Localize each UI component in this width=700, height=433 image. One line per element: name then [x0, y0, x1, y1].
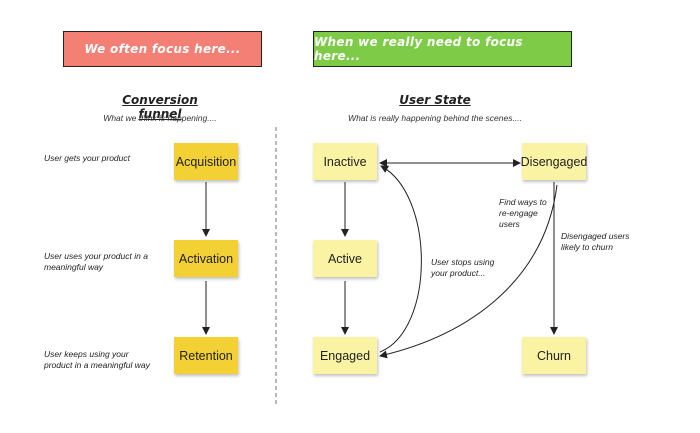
sticky-activation: Activation: [174, 240, 238, 277]
note-user-uses-product: User uses your product in a meaningful w…: [44, 251, 148, 272]
sticky-inactive: Inactive: [313, 143, 377, 180]
conversion-funnel-heading: Conversion funnel: [122, 93, 198, 121]
sticky-active: Active: [313, 240, 377, 277]
user-state-subtitle: What is really happening behind the scen…: [348, 113, 522, 123]
banner-right: When we really need to focus here...: [313, 31, 572, 67]
sticky-churn: Churn: [522, 337, 586, 374]
sticky-acquisition: Acquisition: [174, 143, 238, 180]
sticky-engaged: Engaged: [313, 337, 377, 374]
sticky-retention: Retention: [174, 337, 238, 374]
note-user-gets-product: User gets your product: [44, 153, 130, 163]
note-user-keeps-using: User keeps using your product in a meani…: [44, 349, 150, 370]
sticky-disengaged: Disengaged: [521, 143, 587, 180]
note-re-engage-users: Find ways to re-engage users: [499, 197, 547, 229]
conversion-funnel-subtitle: What we think is happening....: [103, 113, 217, 123]
arrow-engaged-inactive: [379, 165, 422, 353]
banner-left: We often focus here...: [63, 31, 262, 67]
note-likely-churn: Disengaged users likely to churn: [561, 231, 630, 252]
user-state-heading: User State: [399, 93, 471, 107]
arrow-disengaged-engaged: [379, 184, 558, 359]
note-user-stops-using: User stops using your product...: [431, 257, 495, 278]
